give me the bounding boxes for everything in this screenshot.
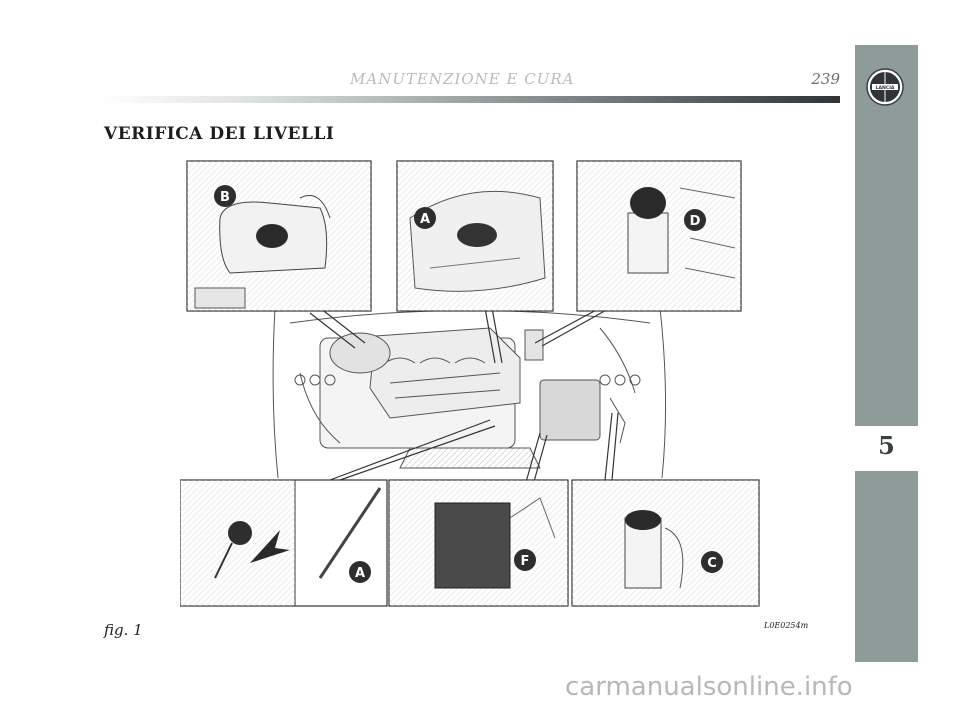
leader-lines [309,307,619,504]
inset-oil-dipstick: A [180,479,388,607]
lancia-logo-icon: LANCIA [866,68,904,106]
label-b: B [220,190,230,205]
label-d: D [690,214,701,229]
engine-bay-figure: B A D A F [180,160,760,607]
watermark: carmanualsonline.info [565,672,853,702]
chapter-tab[interactable]: 5 [855,426,918,471]
label-a-top: A [420,212,430,227]
header-title: MANUTENZIONE E CURA [350,70,575,88]
page-number: 239 [811,70,840,88]
label-a-bottom: A [355,566,365,581]
inset-coolant-reservoir: B [186,160,372,312]
chapter-number: 5 [878,431,895,460]
inset-oil-filler-cap: A [396,160,554,312]
header-rule [100,96,840,103]
chapter-sidebar [855,45,918,662]
inset-washer-fluid-reservoir: C [571,479,760,607]
label-f: F [521,554,530,569]
figure-code: L0E0254m [764,621,809,630]
engine-bay-drawing [272,307,667,479]
inset-battery: F [388,479,569,607]
logo-text: LANCIA [876,85,895,91]
inset-brake-fluid-reservoir: D [576,160,742,312]
figure-caption: fig. 1 [104,621,143,639]
label-c: C [707,556,717,571]
section-title: VERIFICA DEI LIVELLI [104,124,335,144]
